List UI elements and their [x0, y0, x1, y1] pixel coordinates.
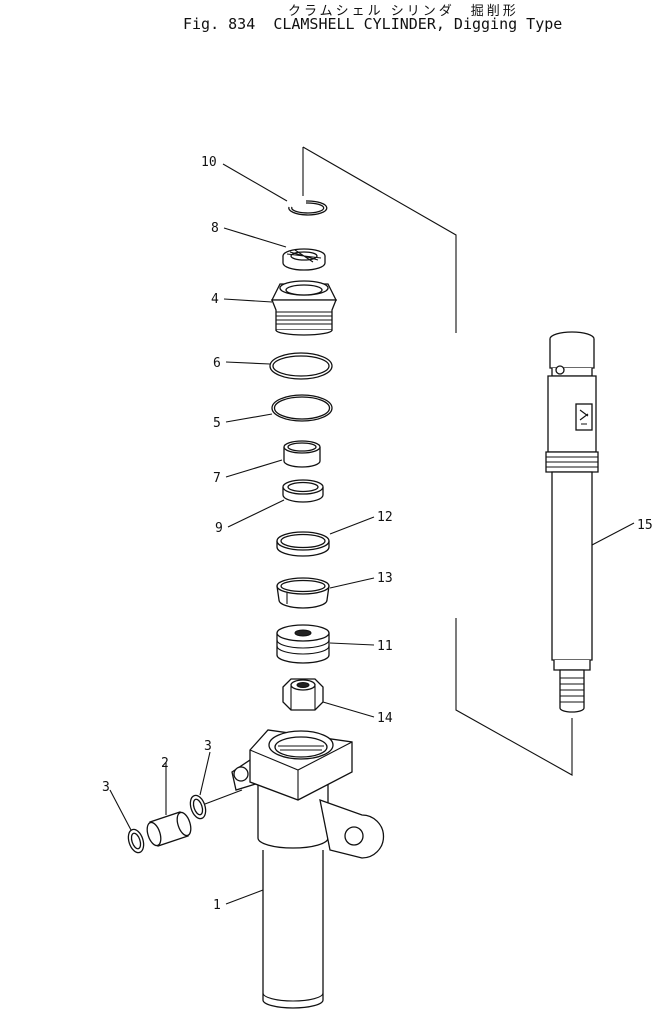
callout-13: 13 [377, 571, 393, 586]
callout-3-right: 3 [204, 739, 212, 754]
part-backup-ring-5 [271, 394, 333, 422]
leader-lines [109, 163, 635, 905]
part-dust-seal-3b [189, 794, 207, 820]
callout-1: 1 [213, 898, 221, 913]
part-seal-9 [282, 479, 324, 503]
callout-6: 6 [213, 356, 221, 371]
part-wiper-8 [282, 248, 326, 271]
callout-2: 2 [161, 756, 169, 771]
part-piston-11 [276, 624, 330, 664]
callout-8: 8 [211, 221, 219, 236]
part-nut-14 [282, 678, 324, 711]
callout-15: 15 [637, 518, 653, 533]
figure-number: Fig. 834 [183, 15, 256, 33]
pin-axis-line [204, 789, 243, 805]
callout-12: 12 [377, 510, 393, 525]
part-cylinder-head-4 [270, 280, 338, 336]
part-o-ring-6 [269, 352, 333, 380]
callout-4: 4 [211, 292, 219, 307]
part-snap-ring-10 [288, 200, 328, 216]
part-bushing-2 [146, 811, 192, 847]
figure-title: Fig. 834 CLAMSHELL CYLINDER, Digging Typ… [183, 15, 562, 33]
callout-9: 9 [215, 521, 223, 536]
callout-11: 11 [377, 639, 393, 654]
callout-14: 14 [377, 711, 393, 726]
figure-title-text: CLAMSHELL CYLINDER, Digging Type [273, 15, 563, 33]
callout-7: 7 [213, 471, 221, 486]
callout-10: 10 [201, 155, 217, 170]
assembly-bracket-lines [302, 146, 573, 776]
part-cylinder-tube-1 [231, 729, 385, 1009]
title-japanese: クラムシェル シリンダ 掘削形 [288, 4, 519, 19]
part-ring-13 [276, 577, 330, 609]
callout-3-left: 3 [102, 780, 110, 795]
part-wear-ring-12 [276, 531, 330, 557]
part-bushing-7 [283, 440, 321, 468]
callout-5: 5 [213, 416, 221, 431]
part-piston-rod-15 [545, 331, 599, 713]
part-dust-seal-3a [127, 828, 145, 854]
